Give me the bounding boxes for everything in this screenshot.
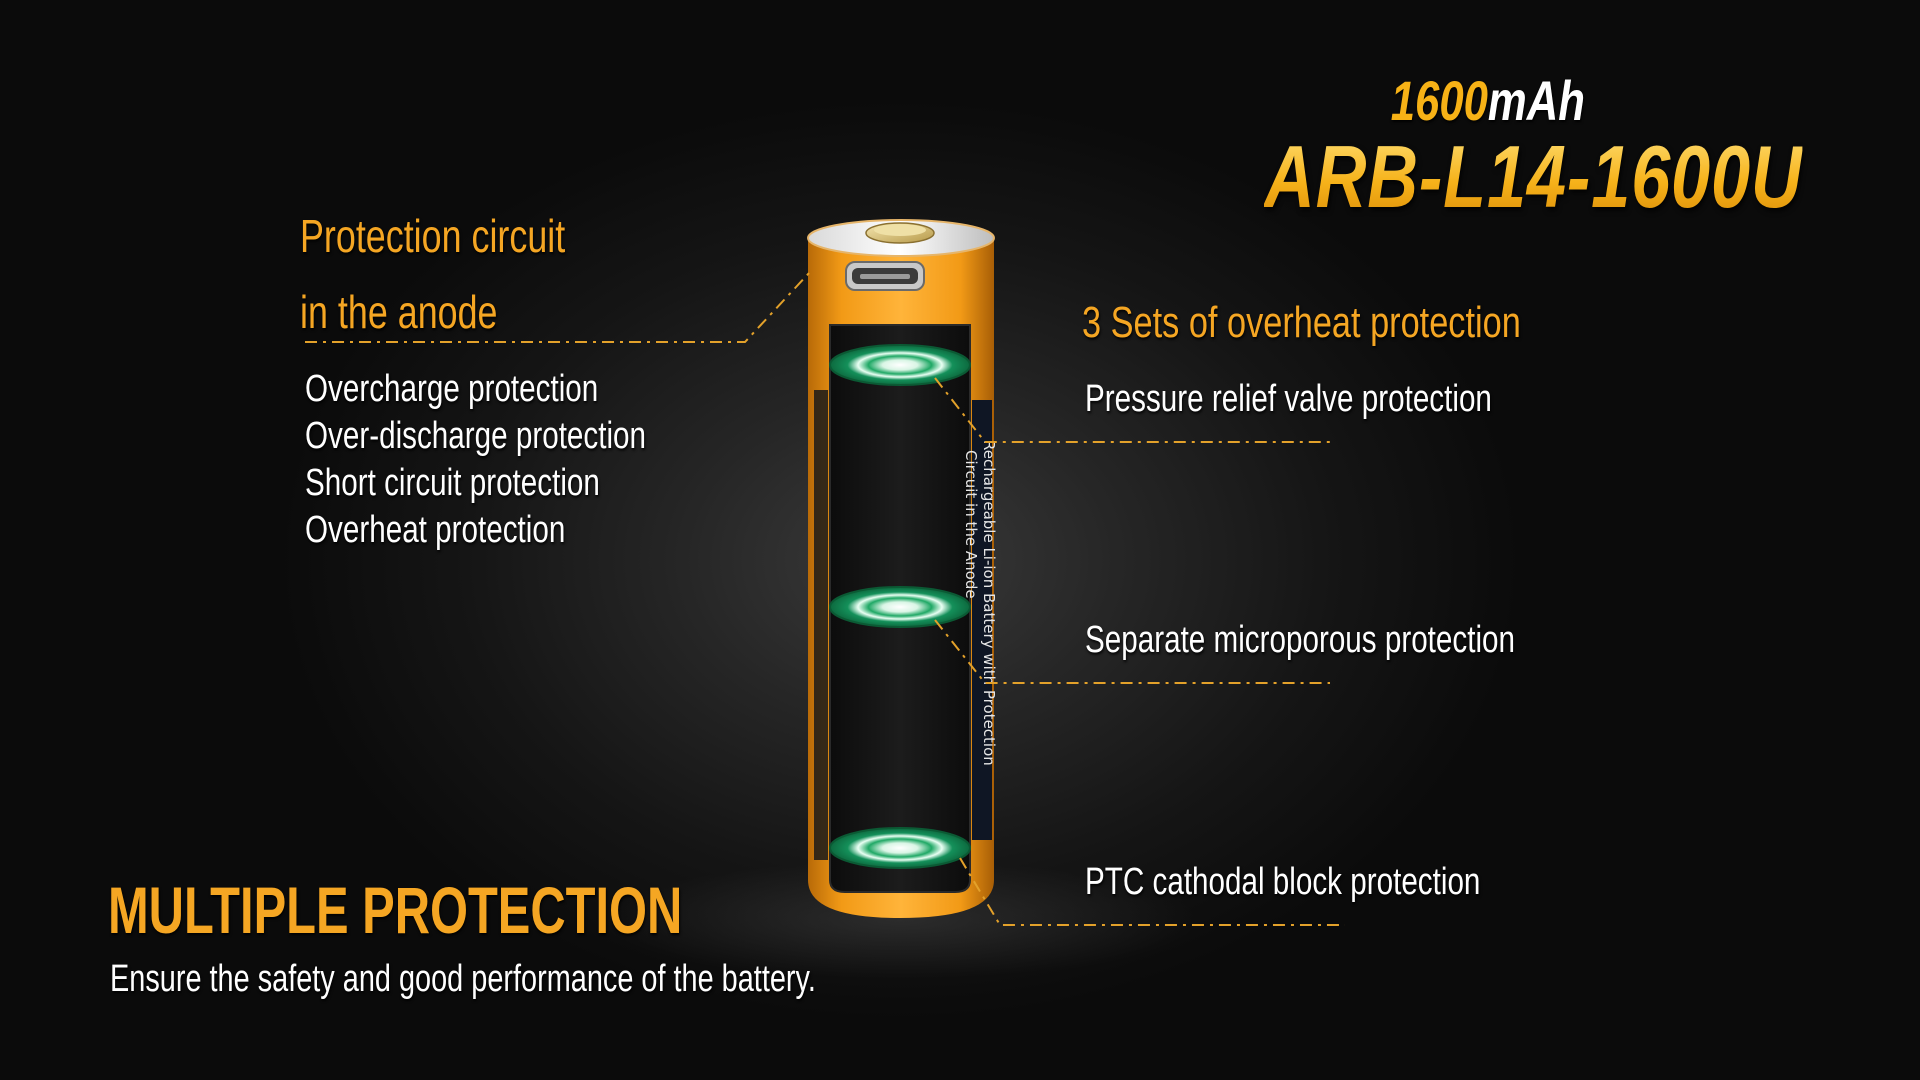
main-title: MULTIPLE PROTECTION — [108, 873, 683, 947]
anode-protection-list: Overcharge protection Over-discharge pro… — [305, 366, 646, 554]
protection-ring-top — [829, 344, 971, 386]
protection-ring-middle — [829, 586, 971, 628]
list-item: Overcharge protection — [305, 368, 599, 410]
model-name: ARB-L14-1600U — [1264, 127, 1803, 226]
list-item: Over-discharge protection — [305, 415, 647, 457]
subtitle: Ensure the safety and good performance o… — [110, 958, 816, 1000]
leader-line-anode — [305, 271, 811, 343]
pressure-relief-item: Pressure relief valve protection — [1085, 378, 1492, 420]
leader-line-ptc — [959, 857, 1345, 926]
capacity-label: 1600mAh — [1391, 68, 1585, 133]
leader-line-pressure — [934, 377, 1330, 443]
capacity-number: 1600 — [1390, 69, 1488, 132]
ptc-cathodal-item: PTC cathodal block protection — [1085, 861, 1481, 903]
capacity-unit: mAh — [1487, 69, 1585, 132]
protection-ring-bottom — [829, 827, 971, 869]
list-item: Short circuit protection — [305, 462, 600, 504]
positive-terminal — [865, 222, 935, 244]
list-item: Overheat protection — [305, 509, 566, 551]
overheat-section-title: 3 Sets of overheat protection — [1082, 298, 1521, 347]
usb-port-icon — [845, 261, 925, 291]
anode-section-title: Protection circuit in the anode — [300, 198, 565, 350]
anode-title-line1: Protection circuit — [300, 210, 566, 262]
battery-label: Rechargeable Li-ion Battery with Protect… — [962, 440, 998, 766]
battery-label-line1: Rechargeable Li-ion Battery with Protect… — [980, 440, 998, 766]
battery-label-line2: Circuit in the Anode — [962, 450, 980, 599]
separate-microporous-item: Separate microporous protection — [1085, 619, 1516, 661]
anode-title-line2: in the anode — [300, 286, 498, 338]
